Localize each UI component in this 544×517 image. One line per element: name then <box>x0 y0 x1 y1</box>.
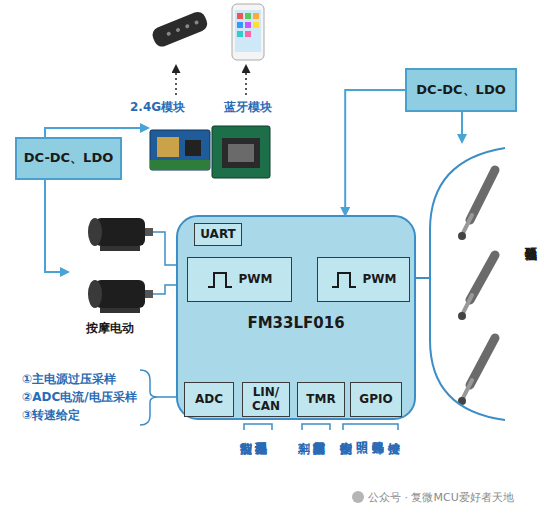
linear-actuator <box>458 170 495 405</box>
power-connector <box>345 90 405 215</box>
node-text: GPIO <box>359 393 392 406</box>
pwm-wire <box>416 277 430 279</box>
node-text: DC-DC、LDO <box>24 151 113 165</box>
peripheral-box: GPIO <box>350 382 402 417</box>
signal-bracket <box>302 424 330 430</box>
motor-wire <box>153 285 176 294</box>
part-label: 按摩电动 <box>86 320 134 337</box>
wireless-link <box>175 66 177 95</box>
power-line <box>45 128 148 137</box>
peripheral-box: ADC <box>184 382 234 417</box>
node-text: DC-DC、LDO <box>416 83 505 97</box>
pwm-box: PWM <box>187 257 292 302</box>
smartphone <box>232 4 264 60</box>
rf-module <box>150 130 210 170</box>
node-text: UART <box>200 228 236 241</box>
module-label: 2.4G模块 <box>130 99 185 116</box>
node-text: LIN/ CAN <box>243 386 289 412</box>
list-item: ①主电源过压采样 <box>22 371 116 388</box>
module-label: 蓝牙模块 <box>224 99 272 116</box>
massage-motor <box>88 218 153 313</box>
list-item: ③转速给定 <box>22 407 80 424</box>
power-line <box>461 112 463 142</box>
node-text: PWM <box>239 273 273 286</box>
motor-wire <box>153 232 176 265</box>
node-text: FM33LF016 <box>178 315 414 332</box>
pwm-box: PWM <box>317 257 410 302</box>
peripheral-box: UART <box>194 223 242 246</box>
power-line <box>45 180 68 272</box>
power-box: DC-DC、LDO <box>405 68 517 112</box>
peripheral-box: TMR <box>297 382 345 417</box>
node-text: TMR <box>306 393 335 406</box>
list-item: ②ADC电流/电压采样 <box>22 389 137 406</box>
watermark-icon <box>352 491 364 503</box>
signal-bracket <box>343 424 398 430</box>
pulse-symbol <box>331 270 357 290</box>
bluetooth-module <box>212 126 270 178</box>
pulse-symbol <box>207 270 233 290</box>
wireless-link <box>245 66 247 95</box>
remote-control <box>150 9 209 49</box>
node-text: ADC <box>195 393 223 406</box>
watermark: 公众号 · 复微MCU爱好者天地 <box>368 490 514 505</box>
list-bracket <box>140 370 158 425</box>
power-box: DC-DC、LDO <box>15 137 122 180</box>
mcu-box: FM33LF016 UART PWM PWM ADC LIN/ CAN TMR GPIO <box>176 215 416 420</box>
peripheral-box: LIN/ CAN <box>242 382 290 417</box>
node-text: PWM <box>363 273 397 286</box>
actuator-bracket <box>430 148 505 420</box>
signal-bracket <box>244 424 272 430</box>
